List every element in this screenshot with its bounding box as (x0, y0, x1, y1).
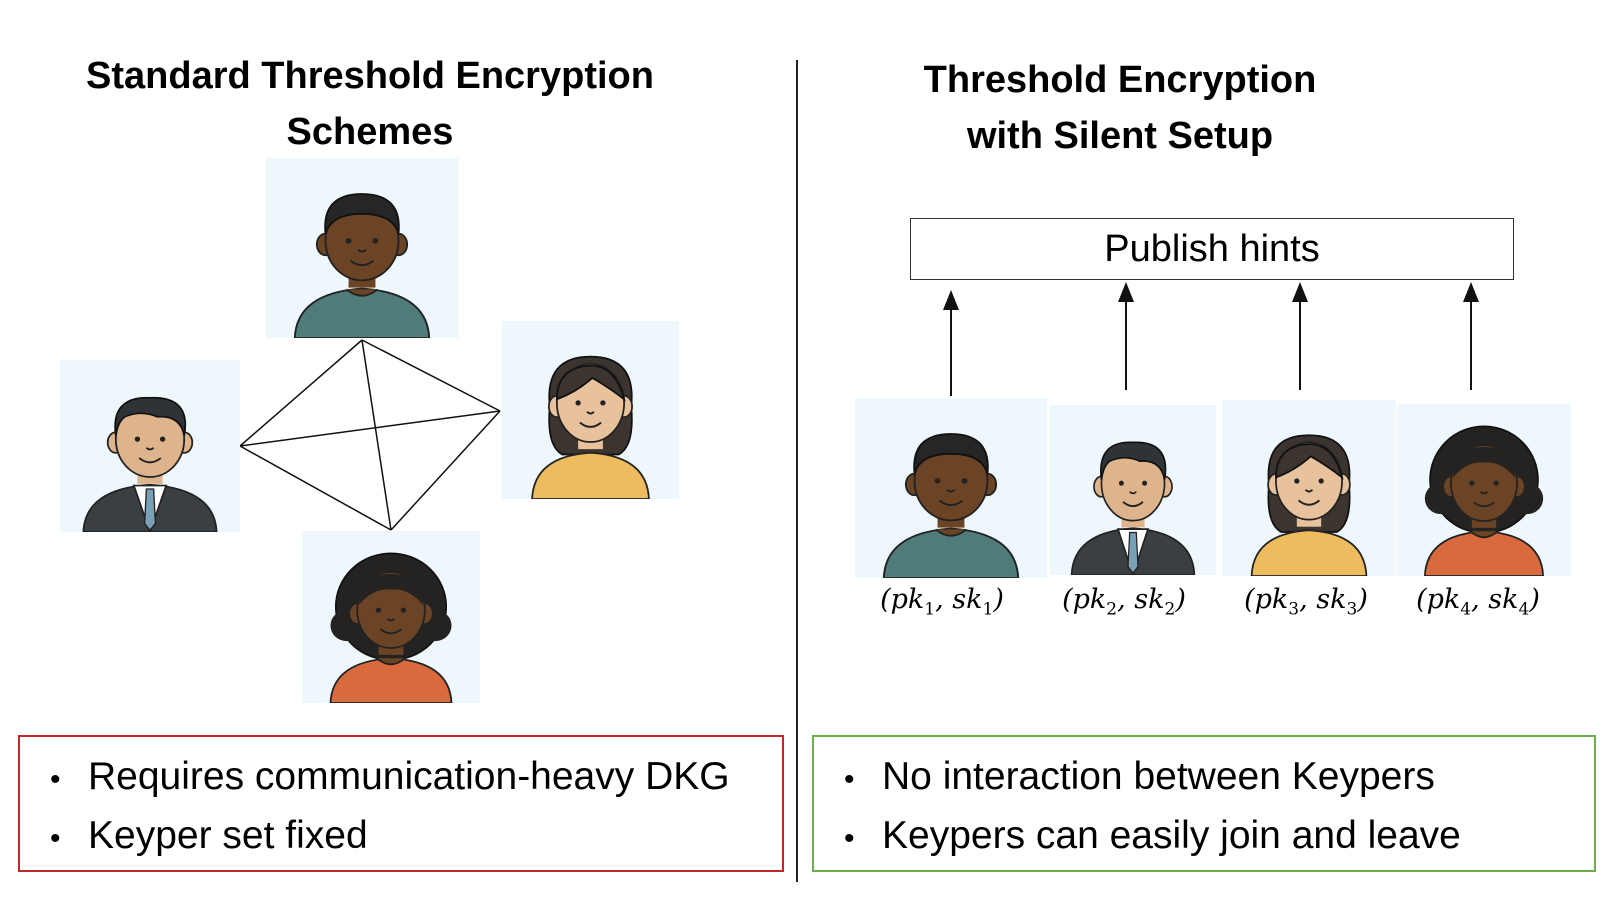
bullet-text: Requires communication-heavy DKG (88, 755, 730, 798)
bullet-text: No interaction between Keypers (882, 755, 1435, 798)
publish-hints-box: Publish hints (910, 218, 1514, 280)
avatar (1222, 400, 1396, 576)
avatar (1050, 405, 1216, 575)
bullet-dot-icon: • (844, 763, 855, 796)
edge-top-bottom (361, 339, 392, 531)
avatar (502, 321, 679, 499)
bullet-dot-icon: • (844, 822, 855, 855)
left-title-line1: Standard Threshold Encryption (86, 55, 654, 97)
left-title-line2: Schemes (286, 111, 454, 153)
keypair-label-3: (pk3, sk3) (1244, 584, 1368, 620)
benefits-box: • No interaction between Keypers • Keype… (812, 735, 1596, 872)
avatar (266, 158, 458, 338)
right-title-line1: Threshold Encryption (923, 59, 1317, 101)
bullet-dot-icon: • (50, 763, 61, 796)
drawbacks-box: • Requires communication-heavy DKG • Key… (18, 735, 784, 872)
edge-top-right (361, 339, 501, 412)
edge-top-left (239, 339, 363, 447)
avatar (302, 531, 480, 703)
edge-right-bottom (390, 410, 501, 531)
left-title: Standard Threshold Encryption Schemes (30, 48, 710, 160)
avatar (60, 360, 240, 532)
bullet-item: • Requires communication-heavy DKG (50, 749, 782, 808)
avatar (855, 398, 1047, 578)
bullet-item: • Keyper set fixed (50, 808, 782, 867)
avatar (1397, 404, 1571, 576)
keypair-label-4: (pk4, sk4) (1416, 584, 1540, 620)
edge-left-bottom (239, 445, 392, 531)
keypair-label-1: (pk1, sk1) (880, 584, 1004, 620)
publish-hints-label: Publish hints (1104, 227, 1320, 270)
bullet-item: • No interaction between Keypers (844, 749, 1594, 808)
bullet-text: Keypers can easily join and leave (882, 814, 1461, 857)
bullet-dot-icon: • (50, 822, 61, 855)
keypair-label-2: (pk2, sk2) (1062, 584, 1186, 620)
right-title-line2: with Silent Setup (966, 115, 1274, 157)
right-title: Threshold Encryption with Silent Setup (880, 52, 1360, 164)
edge-left-right (239, 410, 501, 447)
panel-divider (796, 60, 798, 882)
bullet-text: Keyper set fixed (88, 814, 368, 857)
bullet-item: • Keypers can easily join and leave (844, 808, 1594, 867)
